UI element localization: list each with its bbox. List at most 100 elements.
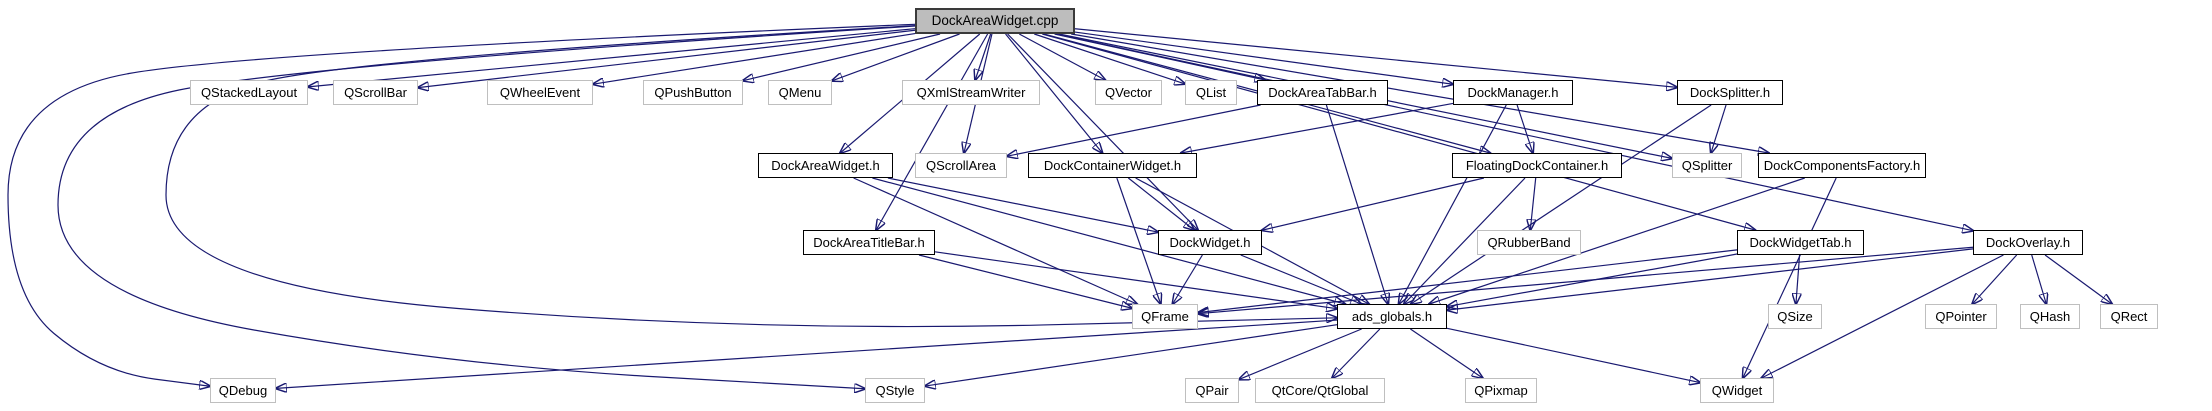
graph-node-label: DockAreaTabBar.h: [1268, 85, 1377, 100]
graph-node-label: DockAreaTitleBar.h: [813, 235, 925, 250]
graph-node-ads_globals[interactable]: ads_globals.h: [1337, 304, 1447, 329]
edge-root-to-dockareatitlebar: [876, 33, 989, 230]
edge-floatingdockcontainer-to-qrubberband: [1530, 177, 1537, 230]
edge-ads_globals-to-qpair: [1239, 328, 1362, 379]
graph-node-qxmlstreamwriter: QXmlStreamWriter: [902, 80, 1040, 105]
graph-node-label: DockContainerWidget.h: [1043, 158, 1182, 173]
edge-dockwidget-to-ads_globals: [1240, 254, 1362, 304]
edge-root-to-qxmlstreamwriter: [975, 33, 992, 80]
graph-node-qpixmap: QPixmap: [1465, 378, 1537, 403]
edge-docksplitter-to-qsplitter: [1711, 104, 1727, 153]
graph-node-floatingdockcontainer[interactable]: FloatingDockContainer.h: [1452, 153, 1622, 178]
edge-dockoverlay-to-ads_globals: [1447, 248, 1974, 310]
edge-root-to-qstyle: [57, 25, 916, 389]
edge-dockoverlay-to-qpointer: [1972, 254, 2018, 304]
graph-node-dockwidget[interactable]: DockWidget.h: [1158, 230, 1262, 255]
edge-ads_globals-to-qstyle: [925, 324, 1338, 386]
edge-root-to-dockcontainerwidget: [1005, 33, 1103, 153]
graph-node-qhash: QHash: [2020, 304, 2080, 329]
graph-node-docksplitter[interactable]: DockSplitter.h: [1677, 80, 1783, 105]
edge-ads_globals-to-qtcoreqtglobal: [1332, 328, 1381, 378]
graph-node-label: QFrame: [1141, 309, 1189, 324]
graph-node-qsplitter: QSplitter: [1672, 153, 1742, 178]
edge-root-to-qscrollbar: [418, 29, 916, 87]
graph-node-label: QPixmap: [1474, 383, 1528, 398]
graph-node-qlist: QList: [1185, 80, 1237, 105]
graph-node-qscrollarea: QScrollArea: [915, 153, 1007, 178]
graph-node-label: QPointer: [1935, 309, 1987, 324]
graph-node-qstackedlayout: QStackedLayout: [190, 80, 308, 105]
graph-node-label: ads_globals.h: [1351, 309, 1433, 324]
edge-root-to-dockmanager: [1074, 31, 1453, 84]
graph-node-qrubberband: QRubberBand: [1477, 230, 1581, 255]
edge-root-to-qpushbutton: [743, 33, 941, 81]
graph-node-label: DockComponentsFactory.h: [1763, 158, 1921, 173]
graph-node-label: QStyle: [875, 383, 915, 398]
graph-node-qpair: QPair: [1185, 378, 1239, 403]
graph-node-label: DockWidgetTab.h: [1749, 235, 1852, 250]
edge-group: [7, 23, 2112, 389]
graph-node-dockoverlay[interactable]: DockOverlay.h: [1973, 230, 2083, 255]
graph-node-dockcontainerwidget[interactable]: DockContainerWidget.h: [1028, 153, 1197, 178]
graph-node-label: QRubberBand: [1487, 235, 1571, 250]
graph-node-label: QSplitter: [1681, 158, 1733, 173]
edge-dockareatitlebar-to-qframe: [918, 254, 1132, 308]
edge-dockmanager-to-ads_globals: [1399, 104, 1507, 304]
edge-root-to-qstackedlayout: [308, 28, 916, 87]
graph-node-label: DockAreaWidget.h: [771, 158, 880, 173]
edge-dockcomponentsfactory-to-qwidget: [1743, 177, 1837, 378]
graph-node-label: QVector: [1105, 85, 1152, 100]
edge-dockareatitlebar-to-ads_globals: [934, 251, 1337, 309]
graph-node-label: QDebug: [218, 383, 268, 398]
graph-node-qwheelevent: QWheelEvent: [487, 80, 593, 105]
edge-dockareatabbar-to-ads_globals: [1325, 104, 1388, 304]
graph-node-label: QWidget: [1711, 383, 1763, 398]
graph-node-label: QSize: [1777, 309, 1813, 324]
graph-node-label: DockAreaWidget.cpp: [931, 13, 1059, 29]
graph-node-qframe: QFrame: [1132, 304, 1198, 329]
graph-node-label: QHash: [2029, 309, 2071, 324]
graph-node-label: DockSplitter.h: [1689, 85, 1771, 100]
edge-dockareatabbar-to-qscrollarea: [1007, 104, 1261, 156]
edge-dockmanager-to-dockcontainerwidget: [1181, 102, 1454, 153]
graph-node-label: QList: [1195, 85, 1227, 100]
edge-dockcontainerwidget-to-dockwidget: [1127, 177, 1194, 230]
edge-dockmanager-to-floatingdockcontainer: [1516, 104, 1533, 153]
graph-node-dockwidgettab[interactable]: DockWidgetTab.h: [1737, 230, 1864, 255]
graph-node-label: QWheelEvent: [499, 85, 581, 100]
edge-root-to-dockwidget: [1007, 33, 1198, 230]
edge-root-to-dockcomponentsfactory: [1071, 33, 1769, 153]
edge-root-to-ads_globals: [165, 25, 1337, 328]
graph-node-dockareatabbar[interactable]: DockAreaTabBar.h: [1257, 80, 1388, 105]
graph-node-dockareatitlebar[interactable]: DockAreaTitleBar.h: [803, 230, 935, 255]
graph-node-dockcomponentsfactory[interactable]: DockComponentsFactory.h: [1758, 153, 1926, 178]
edge-docksplitter-to-ads_globals: [1411, 104, 1712, 304]
edge-dockwidgettab-to-qsize: [1796, 254, 1800, 304]
graph-node-qscrollbar: QScrollBar: [333, 80, 418, 105]
graph-node-label: QtCore/QtGlobal: [1271, 383, 1369, 398]
graph-node-qdebug: QDebug: [210, 378, 276, 403]
graph-node-label: QPair: [1195, 383, 1229, 398]
edge-dockwidgettab-to-qframe: [1198, 249, 1738, 313]
edge-dockareawidget_h-to-ads_globals: [872, 177, 1345, 304]
graph-node-qwidget: QWidget: [1700, 378, 1774, 403]
graph-node-label: QScrollBar: [344, 85, 407, 100]
edge-root-to-dockwidgettab: [1042, 33, 1755, 230]
graph-node-dockareawidget_h[interactable]: DockAreaWidget.h: [758, 153, 893, 178]
edge-root-to-qvector: [1018, 33, 1105, 80]
edge-root-to-qwheelevent: [593, 32, 916, 85]
edge-dockwidget-to-qframe: [1173, 254, 1203, 304]
edge-root-to-qdebug: [7, 23, 916, 386]
graph-node-dockmanager[interactable]: DockManager.h: [1453, 80, 1573, 105]
edge-ads_globals-to-qdebug: [276, 319, 1338, 388]
edge-ads_globals-to-qpixmap: [1410, 328, 1482, 378]
edge-dockareawidget_h-to-qframe: [853, 177, 1137, 304]
edge-dockareawidget_h-to-dockwidget: [887, 177, 1158, 232]
graph-node-qpushbutton: QPushButton: [643, 80, 743, 105]
edge-dockcontainerwidget-to-qframe: [1116, 177, 1161, 304]
graph-node-label: QRect: [2110, 309, 2148, 324]
edge-root-to-dockoverlay: [1055, 33, 1973, 231]
graph-node-qvector: QVector: [1095, 80, 1162, 105]
edge-root-to-qmenu: [832, 33, 960, 81]
